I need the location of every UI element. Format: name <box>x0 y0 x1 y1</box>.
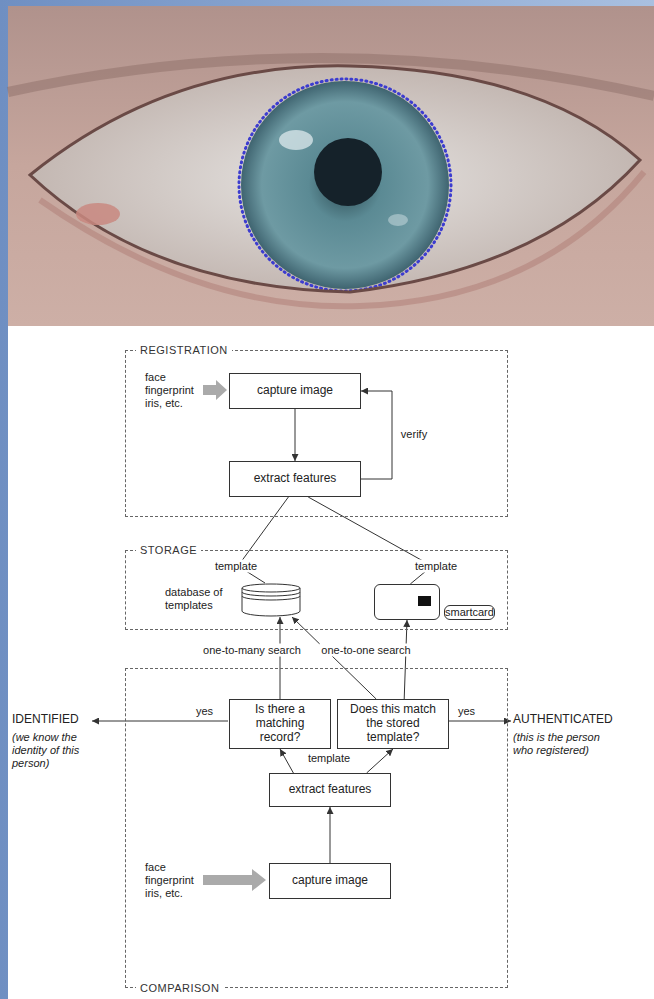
process-box: capture image <box>229 373 361 409</box>
yes-label: yes <box>458 705 475 718</box>
database-cylinder: database of templates <box>241 583 301 617</box>
photo-skin <box>8 6 654 326</box>
process-box: Is there a matching record? <box>229 699 331 749</box>
diagram-ground <box>8 326 654 999</box>
lower-lid <box>40 172 644 306</box>
input-arrow <box>203 869 266 891</box>
box-label: extract features <box>289 783 372 797</box>
edge-label: template <box>413 560 459 573</box>
result-arrow <box>448 721 511 722</box>
result-arrow <box>92 721 228 722</box>
cylinder-outline <box>241 583 301 617</box>
group-heading: STORAGE <box>136 543 201 557</box>
input-label: face fingerprint iris, etc. <box>145 371 205 410</box>
process-box: capture image <box>269 863 391 899</box>
connector <box>330 807 331 863</box>
process-box: extract features <box>269 773 391 807</box>
connector <box>367 749 393 773</box>
pupil <box>314 138 382 206</box>
input-arrow <box>203 380 227 400</box>
highlight <box>279 130 313 150</box>
box-label: capture image <box>292 874 368 888</box>
iris-boundary-dots <box>239 79 451 291</box>
box-label: Is there a matching record? <box>235 703 325 744</box>
smartcard-icon: smartcard <box>374 584 440 620</box>
outcome-label: IDENTIFIED <box>12 713 79 726</box>
card-chip <box>418 596 431 606</box>
connector <box>361 391 392 479</box>
group-frame: COMPARISONIs there a matching record?Doe… <box>125 668 508 988</box>
connector <box>404 620 407 699</box>
highlight <box>388 214 408 226</box>
input-label: face fingerprint iris, etc. <box>145 861 205 900</box>
box-label: Does this match the stored template? <box>343 703 443 744</box>
group-heading: REGISTRATION <box>136 343 232 357</box>
group-heading: COMPARISON <box>136 981 223 995</box>
edge-label: one-to-one search <box>319 644 412 657</box>
edge-label: template <box>213 560 259 573</box>
shape-caption: smartcard <box>444 605 495 620</box>
caruncle <box>76 203 120 225</box>
edge-label: verify <box>399 428 429 441</box>
yes-label: yes <box>196 705 213 718</box>
edge-label: one-to-many search <box>201 644 303 657</box>
outcome-note: (this is the person who registered) <box>513 731 613 757</box>
connector <box>280 749 293 773</box>
edge-label: template <box>306 752 352 765</box>
box-label: extract features <box>254 472 337 486</box>
outcome-label: AUTHENTICATED <box>513 713 613 726</box>
shape-caption: database of templates <box>165 586 235 612</box>
process-box: extract features <box>229 461 361 497</box>
box-label: capture image <box>257 384 333 398</box>
group-frame: REGISTRATIONcapture imageextract feature… <box>125 350 508 517</box>
process-box: Does this match the stored template? <box>337 699 449 749</box>
connector <box>295 409 296 461</box>
outcome-note: (we know the identity of this person) <box>12 731 96 770</box>
iris <box>241 81 449 289</box>
